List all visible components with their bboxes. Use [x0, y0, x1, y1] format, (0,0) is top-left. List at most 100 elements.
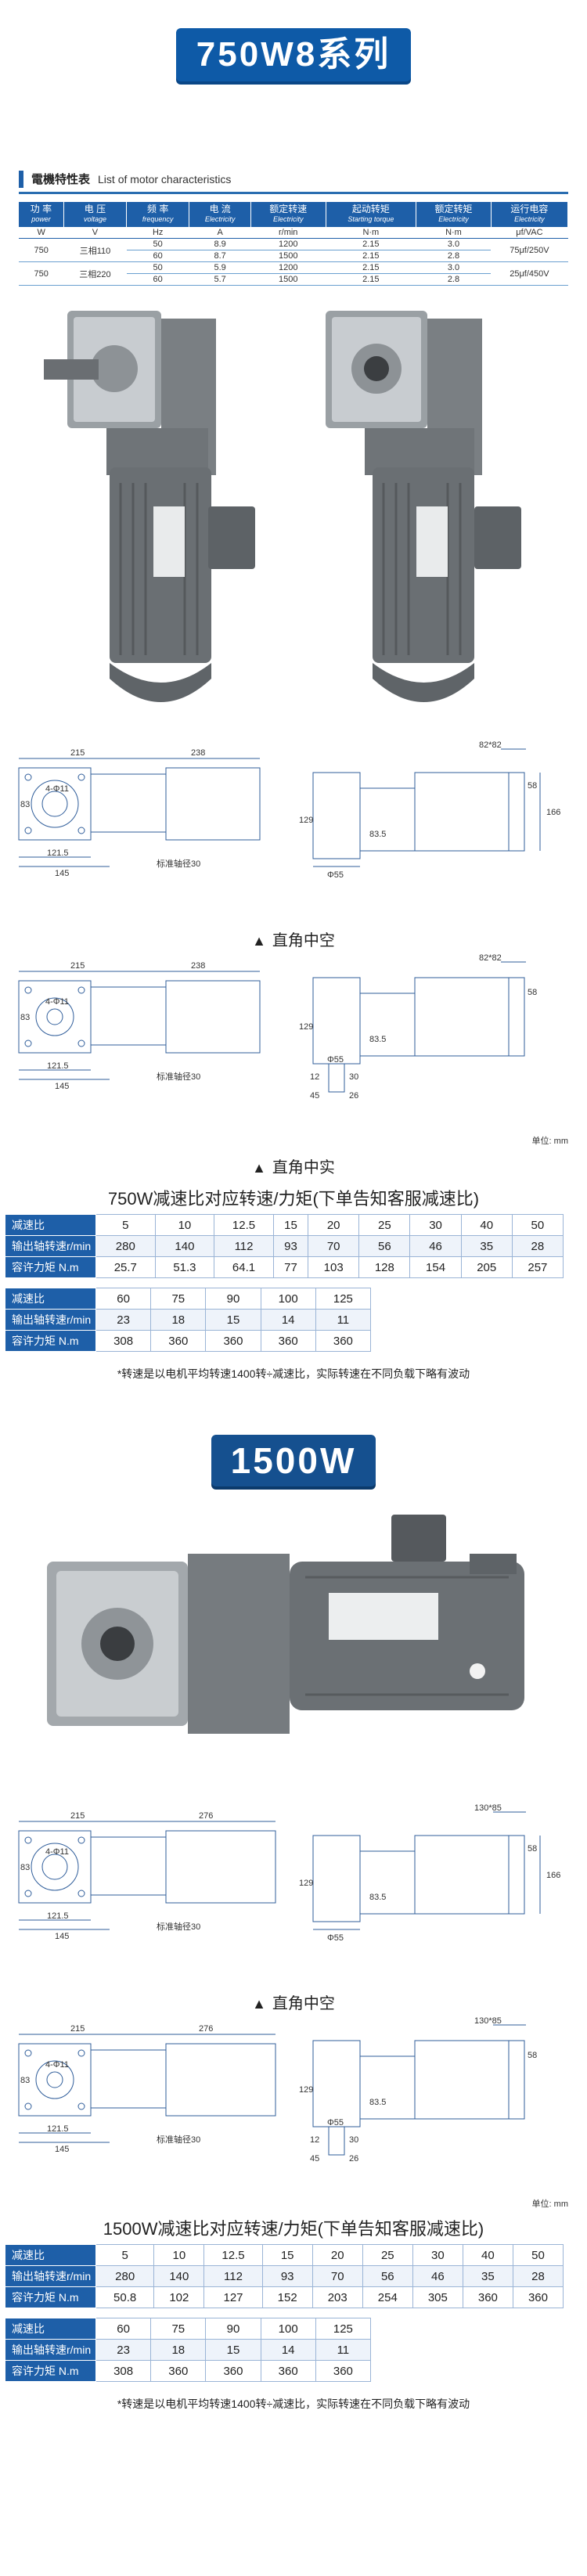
rated-torque-cell: 3.0: [416, 238, 492, 250]
dim-text: 215: [70, 1811, 85, 1821]
technical-drawing: 215 276 4-Φ11 83 121.5 145 标准轴径30 130*85…: [18, 1804, 560, 1943]
dim-text: Φ55: [327, 870, 344, 880]
dim-text: 129: [299, 1022, 313, 1032]
banner-750-wrap: 750W8系列: [0, 0, 587, 81]
dim-text: 标准轴径30: [157, 1071, 200, 1082]
dim-text: 83.5: [369, 830, 386, 839]
dim-text: 4-Φ11: [45, 784, 69, 794]
dim-text: 215: [70, 2024, 85, 2034]
technical-drawing: 215 238 4-Φ11 83 121.5 145 标准轴径30 82*82 …: [18, 954, 537, 1101]
motor-illustration: [44, 311, 255, 702]
start-torque-cell: 2.15: [326, 261, 416, 274]
dim-text: 121.5: [47, 848, 69, 858]
start-torque-cell: 2.15: [326, 250, 416, 262]
triangle-icon: ▲: [252, 1996, 266, 2012]
dim-text: 121.5: [47, 1061, 69, 1071]
current-cell: 5.7: [189, 273, 251, 286]
dim-text: 58: [528, 781, 537, 791]
char-units-row: W V Hz A r/min N·m N·m μf/VAC: [19, 227, 568, 239]
char-row: 60 5.7 1500 2.15 2.8: [19, 273, 568, 286]
dim-text: 145: [55, 2145, 69, 2154]
dim-text: 45: [310, 1091, 319, 1101]
voltage-cell: 三相220: [63, 261, 127, 286]
start-torque-cell: 2.15: [326, 273, 416, 286]
speed-cell: 1200: [250, 238, 326, 250]
freq-cell: 50: [126, 238, 189, 250]
dim-text: 58: [528, 2051, 537, 2060]
row-label: 输出轴转速r/min: [5, 1235, 96, 1257]
speed-cell: 1500: [250, 250, 326, 262]
dim-text: 129: [299, 1879, 313, 1888]
speed-note-1500: *转速是以电机平均转速1400转÷减速比，实际转速在不同负载下略有波动: [117, 2398, 470, 2410]
drawing-caption: ▲直角中实: [252, 1159, 335, 1176]
unit-cell: r/min: [250, 227, 326, 239]
dim-text: 4-Φ11: [45, 1847, 69, 1857]
rated-torque-cell: 2.8: [416, 273, 492, 286]
freq-cell: 60: [126, 273, 189, 286]
row-label: 减速比: [5, 2244, 96, 2266]
dim-text: 129: [299, 2085, 313, 2095]
dim-text: 215: [70, 961, 85, 971]
banner-1500-wrap: 1500W: [0, 1383, 587, 1486]
dim-text: 130*85: [474, 1804, 502, 1813]
start-torque-cell: 2.15: [326, 238, 416, 250]
power-cell: 750: [19, 238, 64, 262]
dim-text: 129: [299, 816, 313, 825]
current-cell: 8.9: [189, 238, 251, 250]
dim-text: 82*82: [479, 954, 502, 963]
char-row: 60 8.7 1500 2.15 2.8: [19, 250, 568, 262]
dim-text: 166: [546, 1871, 560, 1880]
drawing-caption: ▲直角中空: [252, 1995, 335, 2012]
row-label: 容许力矩 N.m: [5, 1330, 96, 1352]
unit-cell: W: [19, 227, 64, 239]
unit-cell: N·m: [326, 227, 416, 239]
dim-text: 145: [55, 869, 69, 878]
dim-text: 121.5: [47, 1911, 69, 1921]
row-label: 容许力矩 N.m: [5, 2286, 96, 2308]
dim-text: 83: [20, 800, 30, 809]
dim-text: 26: [349, 2154, 358, 2163]
section-marker: [19, 170, 23, 188]
char-row: 750 三相220 50 5.9 1200 2.15 3.0 25μf/450V: [19, 261, 568, 286]
technical-drawing: 215 276 4-Φ11 83 121.5 145 标准轴径30 130*85…: [18, 2017, 537, 2163]
speed-cell: 1200: [250, 261, 326, 274]
dim-text: 145: [55, 1082, 69, 1091]
ratio-title-1500: 1500W减速比对应转速/力矩(下单告知客服减速比): [103, 2219, 484, 2239]
dim-text: 45: [310, 2154, 319, 2163]
row-label: 容许力矩 N.m: [5, 1256, 96, 1278]
dim-text: 30: [349, 2135, 358, 2145]
current-cell: 8.7: [189, 250, 251, 262]
dim-text: 83: [20, 1013, 30, 1022]
motor-photo-hollow-shaft: [310, 311, 545, 733]
dim-text: 标准轴径30: [157, 858, 200, 869]
unit-note: 单位: mm: [531, 1137, 568, 1146]
dim-text: 26: [349, 1091, 358, 1101]
char-row: 750 三相110 50 8.9 1200 2.15 3.0 75μf/250V: [19, 238, 568, 262]
dim-text: 215: [70, 748, 85, 758]
triangle-icon: ▲: [252, 933, 266, 949]
voltage-cell: 三相110: [63, 238, 127, 262]
dim-text: 12: [310, 2135, 319, 2145]
dim-text: 58: [528, 1844, 537, 1854]
unit-cell: A: [189, 227, 251, 239]
motor-photo-solid-shaft: [44, 311, 271, 733]
motor-photo-row-1500: [0, 1515, 587, 1804]
series-title-banner-1500: 1500W: [211, 1435, 376, 1486]
unit-cell: N·m: [416, 227, 492, 239]
freq-cell: 60: [126, 250, 189, 262]
dim-text: 4-Φ11: [45, 2060, 69, 2070]
unit-cell: V: [63, 227, 127, 239]
